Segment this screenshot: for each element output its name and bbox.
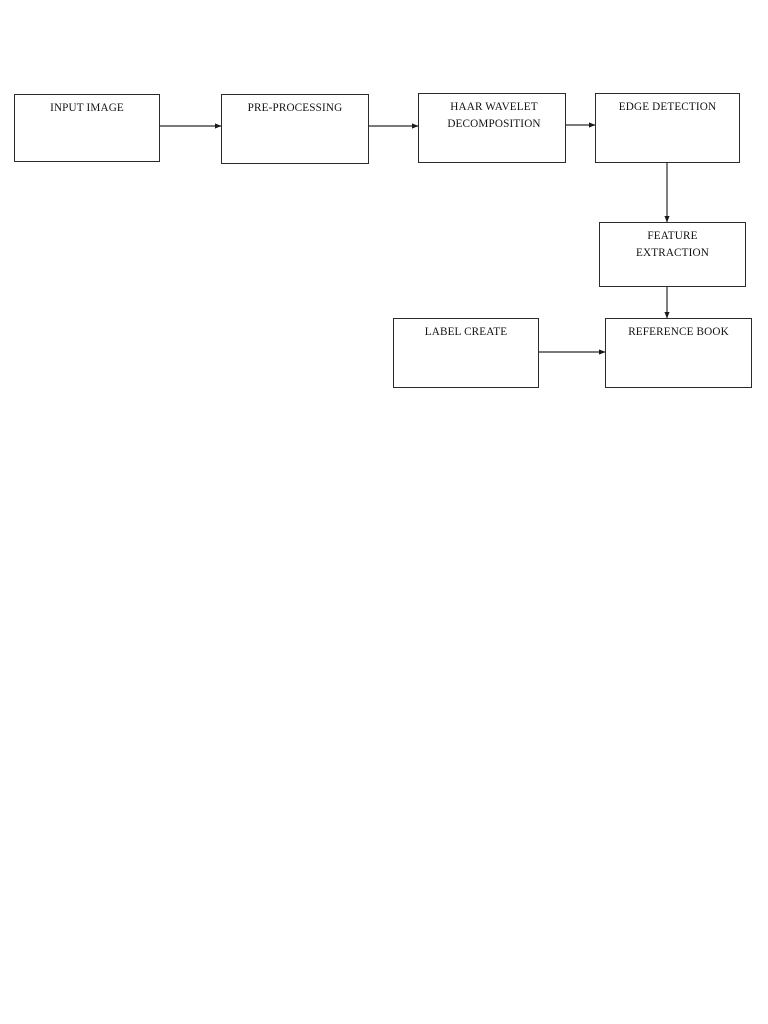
node-input-image[interactable]: INPUT IMAGE: [14, 94, 160, 162]
node-feature-extraction[interactable]: FEATURE EXTRACTION: [599, 222, 746, 287]
node-label: REFERENCE BOOK: [628, 326, 729, 338]
node-label: EDGE DETECTION: [618, 101, 717, 113]
node-label: FEATURE EXTRACTION: [636, 230, 709, 260]
node-label: PRE-PROCESSING: [247, 102, 343, 114]
node-label-create[interactable]: LABEL CREATE: [393, 318, 539, 388]
node-pre-processing[interactable]: PRE-PROCESSING: [221, 94, 369, 164]
node-haar-wavelet[interactable]: HAAR WAVELET DECOMPOSITION: [418, 93, 566, 163]
node-label: HAAR WAVELET DECOMPOSITION: [447, 101, 541, 131]
node-label: INPUT IMAGE: [50, 102, 124, 114]
node-edge-detection[interactable]: EDGE DETECTION: [595, 93, 740, 163]
node-reference-book[interactable]: REFERENCE BOOK: [605, 318, 752, 388]
node-label: LABEL CREATE: [424, 326, 508, 338]
